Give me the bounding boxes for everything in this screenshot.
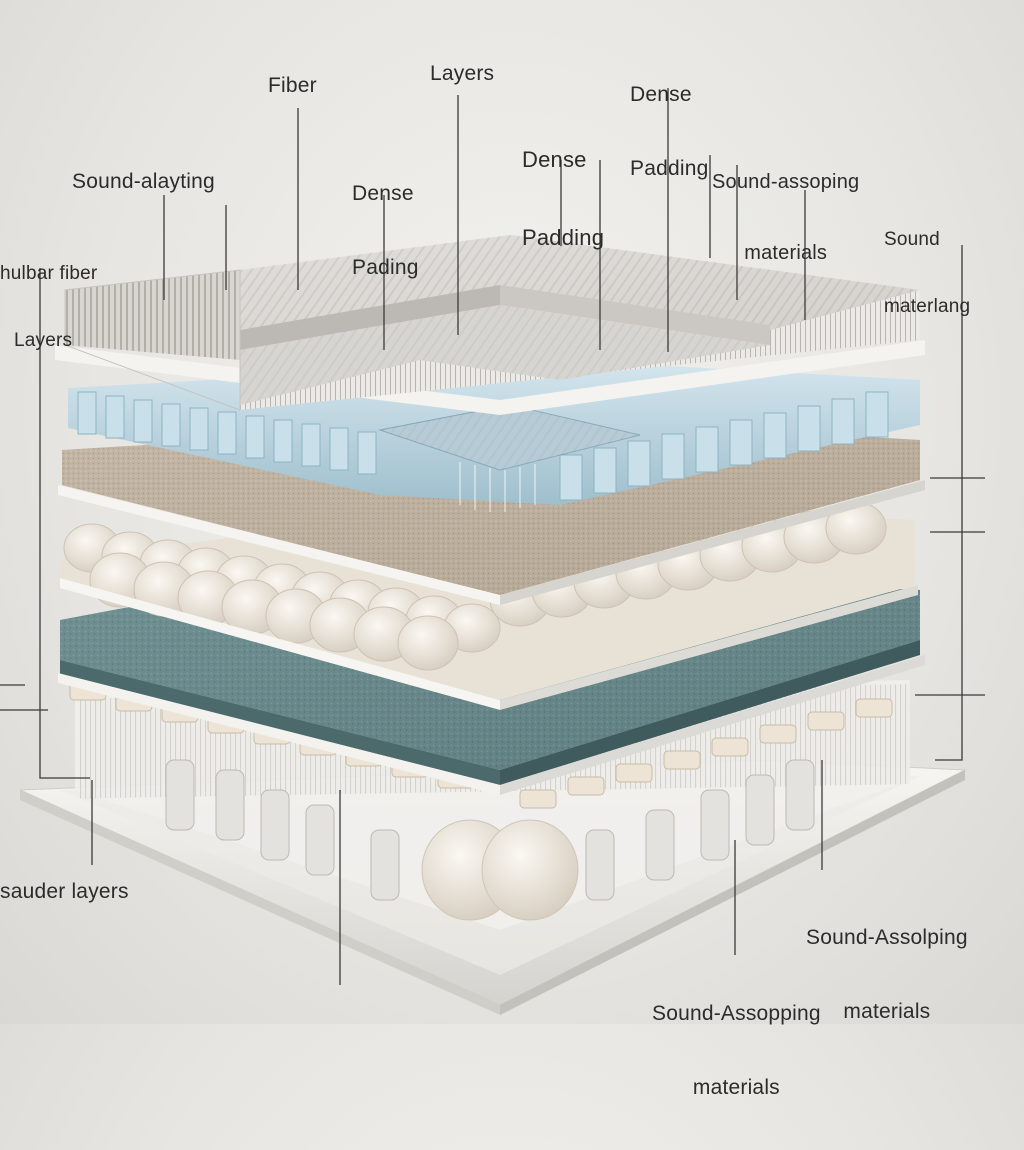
foam-rib — [161, 403, 181, 447]
label-fiber: Fiber — [268, 74, 317, 97]
foam-rib — [189, 407, 209, 451]
spacer-block — [807, 711, 845, 731]
foam-rib — [133, 399, 153, 443]
foam-rib — [831, 398, 855, 445]
foam-rib — [627, 440, 651, 487]
diagram-stage: Fiber Layers Dense Padding Dense Padding… — [0, 62, 985, 1099]
cylinder-insulator — [370, 829, 400, 901]
label-sound-absorbing-top: Sound-assoping materials — [712, 171, 860, 264]
spacer-block — [567, 776, 605, 796]
pillow-cushion — [397, 615, 459, 671]
leader-sound-materlang — [935, 245, 963, 761]
label-dense-padding-mid: Dense Padding — [522, 146, 605, 250]
leader-hulbar-fiber — [39, 268, 90, 779]
foam-rib — [763, 412, 787, 459]
label-sound-assopping-bottom: Sound-Assopping materials — [652, 1001, 821, 1099]
cylinder-insulator — [745, 774, 775, 846]
foam-rib — [357, 431, 377, 475]
label-hulbar-fiber: hulbar fiber Layers — [0, 262, 98, 352]
foam-rib — [865, 391, 889, 438]
cylinder-insulator — [645, 809, 675, 881]
label-sound-alayting: Sound-alayting — [72, 170, 215, 193]
spacer-block — [615, 763, 653, 783]
spacer-block — [663, 750, 701, 770]
leader-lines — [0, 88, 985, 985]
spacer-block — [711, 737, 749, 757]
label-sound-asolping-right: Sound-Assolping materials — [806, 925, 968, 1023]
label-dense-padding-left: Dense Pading — [352, 181, 419, 279]
cylinder-insulator — [165, 759, 195, 831]
foam-rib — [245, 415, 265, 459]
fiber-top-layer — [55, 235, 925, 415]
spacer-block — [519, 789, 557, 809]
label-sound-materlang: Sound materlang — [884, 228, 971, 318]
foam-rib — [301, 423, 321, 467]
label-sauder-layers: sauder layers — [0, 880, 129, 903]
cylinder-insulator — [585, 829, 615, 901]
foam-rib — [797, 405, 821, 452]
spacer-block — [759, 724, 797, 744]
label-dense-padding-top: Dense Padding — [630, 82, 709, 180]
foam-rib — [273, 419, 293, 463]
cylinder-insulator — [785, 759, 815, 831]
foam-rib — [695, 426, 719, 473]
foam-rib — [217, 411, 237, 455]
foam-rib — [729, 419, 753, 466]
cylinder-insulator — [215, 769, 245, 841]
layered-material-illustration — [0, 88, 985, 1015]
foam-rib — [661, 433, 685, 480]
cylinder-insulator — [260, 789, 290, 861]
spacer-block — [855, 698, 893, 718]
foam-rib — [77, 391, 97, 435]
foam-rib — [593, 447, 617, 494]
foam-rib — [329, 427, 349, 471]
foam-rib — [105, 395, 125, 439]
foam-rib — [559, 454, 583, 501]
label-layers-top: Layers — [430, 62, 495, 85]
cylinder-insulator — [305, 804, 335, 876]
cylinder-insulator — [700, 789, 730, 861]
